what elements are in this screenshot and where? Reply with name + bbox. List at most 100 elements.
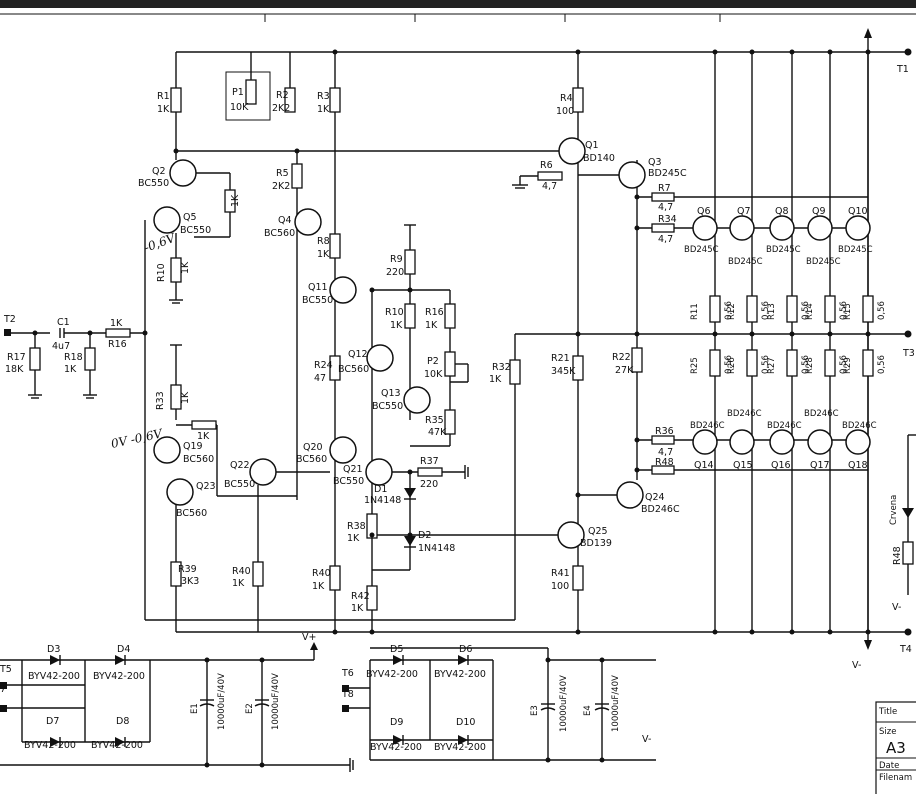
value-P2: 10K — [424, 369, 443, 380]
resistor-q19-emitter — [191, 420, 217, 430]
type-Q2: BC550 — [138, 178, 169, 189]
resistor-R31 — [509, 359, 521, 385]
value-E3: 10000uF/40V — [559, 675, 569, 732]
label-R28: R28 — [805, 357, 815, 374]
pot-P1 — [245, 79, 257, 105]
label-R15: R15 — [843, 303, 853, 320]
value-R1: 1K — [157, 104, 170, 115]
label-R31: R32 — [492, 362, 511, 373]
label-D4: D4 — [117, 644, 130, 655]
value-R8: 1K — [317, 249, 330, 260]
label-D6: D6 — [459, 644, 472, 655]
label-R1: R1 — [157, 91, 170, 102]
type-D9: BYV42-200 — [370, 742, 422, 753]
type-Q6: BD245C — [684, 245, 719, 255]
psu-right — [342, 647, 656, 761]
type-Q3: BD245C — [648, 168, 687, 179]
resistor-R4 — [572, 87, 584, 113]
type-Q16: BD246C — [767, 421, 802, 431]
value-R27: 0,56 — [801, 355, 811, 374]
value-R18: 1K — [110, 318, 123, 329]
note-minus-0-6v: -0,6V — [142, 230, 178, 254]
value-R25: 0,56 — [724, 355, 734, 374]
label-R34: R36 — [655, 426, 674, 437]
resistor-R2 — [284, 87, 296, 113]
resistor-R34 — [651, 435, 675, 445]
resistor-R17 — [444, 303, 456, 329]
rail-vminus-out: V- — [852, 660, 861, 671]
type-D6: BYV42-200 — [434, 669, 486, 680]
value-E4: 10000uF/40V — [611, 675, 621, 732]
transistor-Q1 — [558, 137, 586, 165]
resistor-R43 — [537, 171, 563, 181]
label-R21: R17 — [7, 352, 26, 363]
label-R18: R16 — [108, 339, 127, 350]
resistor-R6 — [651, 192, 675, 202]
value-R12: 0,56 — [761, 301, 771, 320]
title-block-size: A3 — [886, 739, 906, 757]
label-R17: R16 — [425, 307, 444, 318]
label-E4: E4 — [583, 705, 593, 716]
label-R10: R10 — [156, 263, 167, 282]
type-D3: BYV42-200 — [28, 671, 80, 682]
value-R30: 47 — [314, 373, 326, 384]
value-R15: 0,56 — [877, 301, 887, 320]
label-R32: R33 — [155, 391, 166, 410]
resistor-R24 — [631, 347, 643, 373]
resistor-R30 — [329, 355, 341, 381]
type-D7: BYV42-200 — [24, 740, 76, 751]
label-R35: R37 — [420, 456, 439, 467]
diode-D2 — [404, 536, 416, 546]
title-block-filename: Filenam — [879, 773, 912, 783]
label-D5: D5 — [390, 644, 403, 655]
label-Q12: Q12 — [348, 349, 368, 360]
top-border — [0, 0, 916, 8]
transistor-Q11 — [329, 276, 357, 304]
label-Q23: Q23 — [196, 481, 216, 492]
value-R32: 1K — [180, 391, 191, 404]
value-R2: 2K2 — [272, 103, 290, 114]
label-Q13: Q13 — [381, 388, 401, 399]
terminal-T3: T3 — [902, 348, 915, 359]
output-columns — [714, 52, 869, 632]
label-R30: R24 — [314, 360, 333, 371]
type-D4: BYV42-200 — [93, 671, 145, 682]
label-C1: C1 — [57, 317, 70, 328]
label-Q5: Q5 — [183, 212, 197, 223]
resistor-R3 — [329, 87, 341, 113]
value-R38: 3K3 — [181, 576, 199, 587]
value-P1: 10K — [230, 102, 249, 113]
rail-vplus: V+ — [302, 632, 316, 643]
type-Q23: BC560 — [176, 508, 207, 519]
label-D8: D8 — [116, 716, 129, 727]
value-q19-emitter-resistor: 1K — [197, 431, 210, 442]
transistor-Q19 — [153, 436, 181, 464]
resistor-R33 — [444, 409, 456, 435]
led-label: Crvena — [889, 495, 899, 525]
resistor-R10 — [170, 257, 182, 283]
label-R29: R29 — [843, 357, 853, 374]
value-E2: 10000uF/40V — [271, 673, 281, 730]
value-R9: 220 — [386, 267, 404, 278]
value-R4: 100 — [556, 106, 574, 117]
value-R28: 0,56 — [839, 355, 849, 374]
type-Q8: BD245C — [766, 245, 801, 255]
resistor-R42 — [366, 585, 378, 611]
type-Q5: BC550 — [180, 225, 211, 236]
junction-dots — [32, 49, 871, 768]
label-Q21: Q22 — [230, 460, 250, 471]
value-R31: 1K — [489, 374, 502, 385]
label-Q8: Q8 — [775, 206, 789, 217]
label-R42: R42 — [351, 591, 370, 602]
value-R10: 1K — [180, 261, 191, 274]
type-Q12: BC560 — [338, 364, 369, 375]
label-D9: D9 — [390, 717, 403, 728]
label-Q1: Q1 — [585, 140, 599, 151]
type-Q1: BD140 — [583, 153, 615, 164]
type-D5: BYV42-200 — [366, 669, 418, 680]
label-Q16: Q16 — [771, 460, 791, 471]
label-D1: D1 — [374, 484, 387, 495]
label-R23: R21 — [551, 353, 570, 364]
resistor-R38 — [170, 561, 182, 587]
